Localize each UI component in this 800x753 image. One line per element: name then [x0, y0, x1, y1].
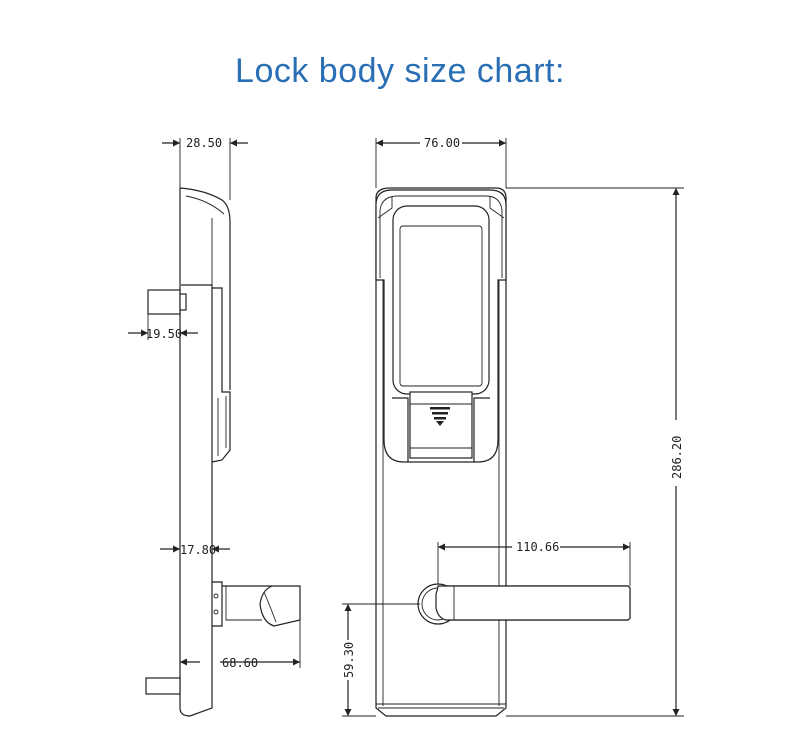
side-view: 28.50 19.50 17.80 68.60: [128, 136, 301, 717]
dim-side-spindle: 19.50: [146, 327, 182, 341]
dim-side-depth: 28.50: [186, 136, 222, 150]
dim-side-lower: 17.80: [180, 543, 216, 557]
dim-handle-height: 59.30: [342, 642, 356, 678]
front-view: 76.00 286.20 110.66 59.30: [342, 136, 684, 717]
dim-handle-length: 110.66: [516, 540, 559, 554]
rfid-wave-icon: [430, 407, 450, 426]
dim-front-width: 76.00: [424, 136, 460, 150]
dim-front-height: 286.20: [670, 436, 684, 479]
page-title: Lock body size chart:: [235, 52, 565, 90]
dim-side-handle: 68.60: [222, 656, 258, 670]
